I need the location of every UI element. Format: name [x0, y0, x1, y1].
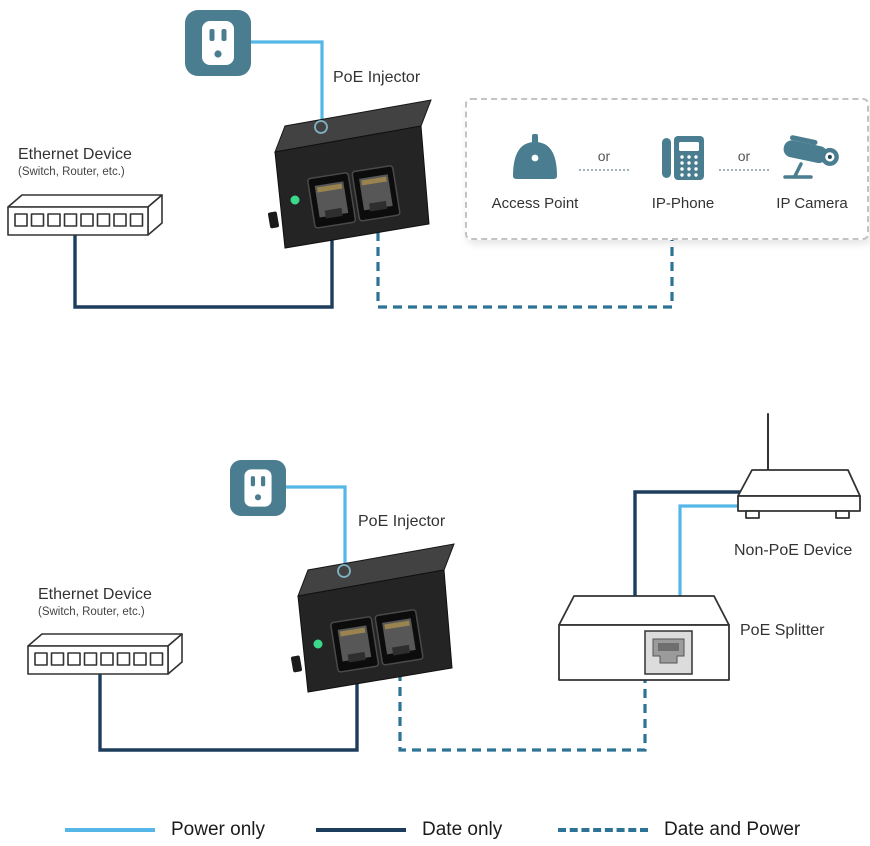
ip-phone-label: IP-Phone — [651, 195, 715, 212]
legend-item-data: Date only — [316, 817, 502, 843]
legend-label-data-power: Date and Power — [664, 819, 801, 840]
access-point-item: Access Point — [475, 132, 595, 212]
poe-splitter-label: PoE Splitter — [740, 622, 825, 639]
ethernet-device-subtitle-top: (Switch, Router, etc.) — [18, 166, 125, 178]
ethernet-device-title-bottom: Ethernet Device — [38, 586, 152, 603]
legend-label-power: Power only — [171, 819, 265, 840]
splitter-to-router-power-line — [678, 504, 746, 604]
ip-camera-item: IP Camera — [752, 132, 870, 212]
wireless-router-icon — [737, 413, 861, 519]
dotted-divider — [719, 169, 769, 171]
access-point-icon — [513, 134, 557, 179]
data-power-line-swatch — [558, 828, 648, 832]
power-outlet-icon-bottom — [230, 460, 286, 516]
legend-item-data-power: Date and Power — [558, 817, 800, 843]
poe-injector-device-top — [265, 96, 440, 256]
power-line-top — [249, 40, 324, 122]
ethernet-device-subtitle-bottom: (Switch, Router, etc.) — [38, 606, 145, 618]
dotted-divider — [579, 169, 629, 171]
poe-injector-device-bottom — [288, 540, 463, 700]
ethernet-switch-device-top — [2, 193, 164, 243]
splitter-to-router-data-line — [633, 490, 744, 604]
data-line-top — [73, 228, 334, 309]
rj45-port — [644, 630, 693, 675]
poe-splitter-device — [558, 595, 730, 681]
legend-label-data: Date only — [422, 819, 503, 840]
access-point-label: Access Point — [491, 195, 579, 212]
data-line-bottom — [98, 666, 359, 752]
ip-phone-item: IP-Phone — [623, 132, 743, 212]
ip-phone-icon — [662, 136, 704, 180]
power-line-bottom — [284, 485, 347, 566]
poe-injector-label-top: PoE Injector — [333, 69, 421, 86]
power-line-swatch — [65, 828, 155, 832]
non-poe-device-label: Non-PoE Device — [734, 542, 853, 559]
power-outlet-icon — [185, 10, 251, 76]
ip-camera-label: IP Camera — [776, 195, 848, 212]
ip-camera-icon — [783, 135, 839, 179]
data-line-swatch — [316, 828, 406, 832]
or-separator-1: or — [579, 148, 629, 171]
or-text: or — [737, 148, 751, 164]
data-power-line-bottom — [398, 672, 647, 752]
or-separator-2: or — [719, 148, 769, 171]
legend-item-power: Power only — [65, 817, 265, 843]
or-text: or — [597, 148, 611, 164]
data-power-line-top — [376, 232, 674, 309]
powered-devices-box: Access Point or IP-Phone or — [465, 98, 869, 240]
ethernet-device-title-top: Ethernet Device — [18, 146, 132, 163]
poe-injector-label-bottom: PoE Injector — [358, 513, 446, 530]
ethernet-switch-device-bottom — [22, 632, 184, 682]
